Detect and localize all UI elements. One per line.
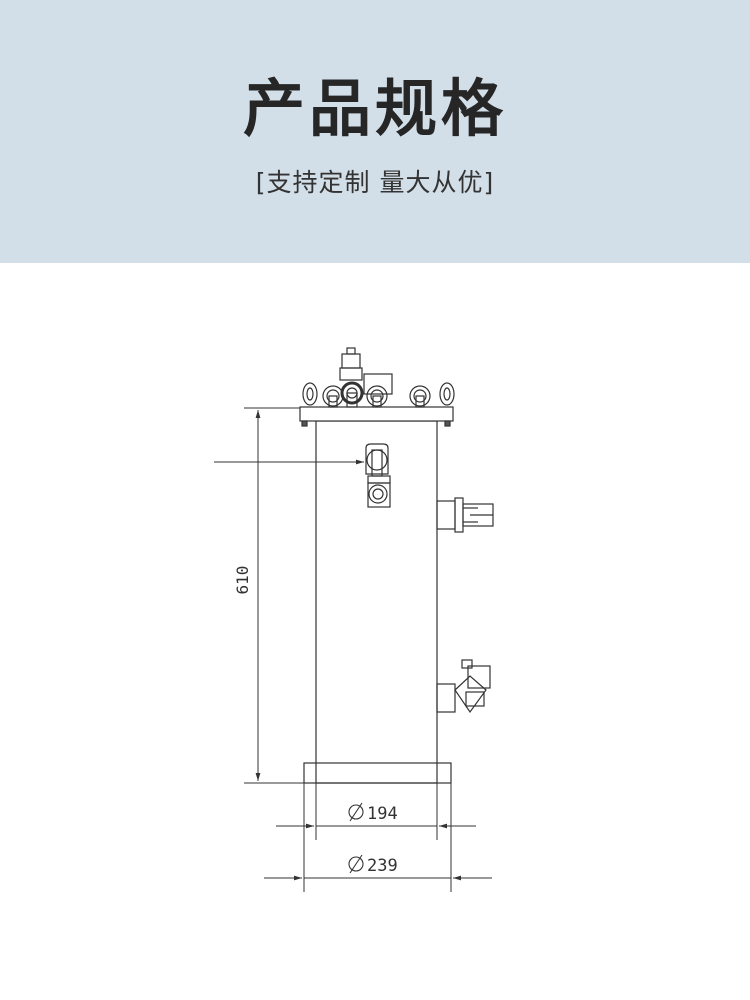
base-plate — [303, 762, 452, 784]
filter-housing — [299, 347, 494, 784]
header-banner: 产品规格 [支持定制 量大从优] — [0, 0, 750, 263]
cylinder-body — [315, 420, 438, 784]
inner-diameter-label: 194 — [348, 802, 398, 824]
page-title: 产品规格 — [242, 72, 507, 145]
inner-diameter-value: 194 — [367, 804, 398, 824]
top-solenoid-valve — [339, 347, 364, 408]
outlet-pipe — [436, 497, 494, 533]
page-subtitle: [支持定制 量大从优] — [255, 168, 495, 197]
inlet-pipe — [365, 443, 391, 508]
outer-diameter-value: 239 — [367, 856, 398, 876]
dimension-lines — [214, 407, 492, 892]
top-flange — [299, 406, 454, 422]
drain-valve — [436, 659, 491, 714]
outer-diameter-label: 239 — [348, 854, 398, 876]
top-port-1 — [322, 385, 344, 408]
top-port-2 — [409, 385, 431, 408]
technical-drawing: 610 194 239 — [214, 347, 494, 892]
lifting-eye-right — [439, 382, 455, 406]
height-dimension-label: 610 — [233, 566, 252, 595]
lifting-eye-left — [302, 382, 318, 406]
top-gauge-box — [363, 373, 393, 408]
